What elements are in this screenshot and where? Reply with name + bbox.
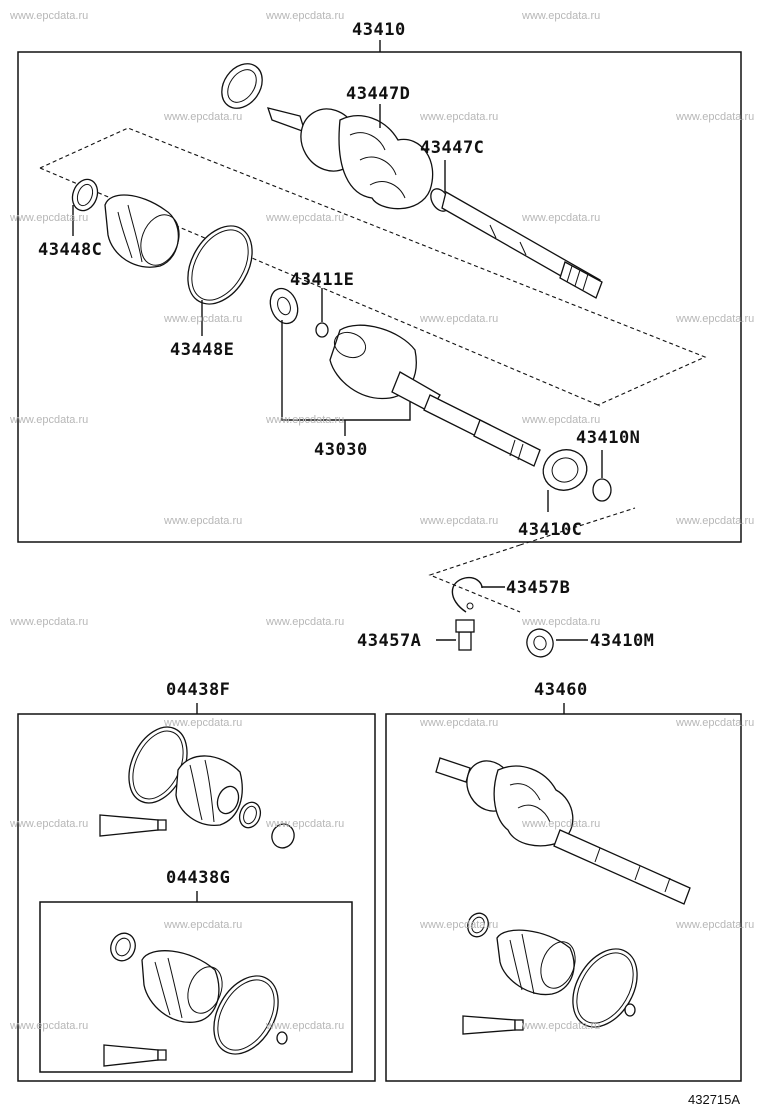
label-43460: 43460 [534, 680, 588, 700]
watermark: www.epcdata.ru [164, 919, 243, 931]
watermark: www.epcdata.ru [522, 616, 601, 628]
watermark: www.epcdata.ru [420, 313, 499, 325]
watermark: www.epcdata.ru [420, 515, 499, 527]
bearing-43410M [526, 628, 554, 658]
watermark: www.epcdata.ru [420, 717, 499, 729]
watermark: www.epcdata.ru [10, 1020, 89, 1032]
boot-kit-04438G-parts [103, 932, 288, 1067]
watermark: www.epcdata.ru [266, 414, 345, 426]
o-ring-43410N [592, 478, 612, 502]
label-43030: 43030 [314, 440, 368, 460]
drive-shaft-43460 [435, 757, 691, 1035]
inner-boot [104, 194, 180, 268]
watermark: www.epcdata.ru [676, 313, 755, 325]
label-43448C: 43448C [38, 240, 103, 260]
label-43410: 43410 [352, 20, 406, 40]
label-43410M: 43410M [590, 631, 655, 651]
watermark: www.epcdata.ru [164, 515, 243, 527]
watermark: www.epcdata.ru [676, 717, 755, 729]
clip-43457B [451, 576, 483, 613]
watermark: www.epcdata.ru [266, 10, 345, 22]
watermark: www.epcdata.ru [164, 313, 243, 325]
watermark: www.epcdata.ru [266, 818, 345, 830]
watermark: www.epcdata.ru [420, 111, 499, 123]
watermark: www.epcdata.ru [676, 515, 755, 527]
figure-number: 432715A [688, 1092, 741, 1107]
boot-clamp-43448C [71, 178, 99, 212]
watermark: www.epcdata.ru [10, 10, 89, 22]
watermark: www.epcdata.ru [266, 616, 345, 628]
watermark: www.epcdata.ru [266, 212, 345, 224]
tripod-joint [269, 287, 299, 325]
watermark: www.epcdata.ru [522, 414, 601, 426]
watermark: www.epcdata.ru [10, 818, 89, 830]
label-43411E: 43411E [290, 270, 355, 290]
inboard-joint-43030 [329, 324, 541, 467]
watermark: www.epcdata.ru [522, 212, 601, 224]
label-43447C: 43447C [420, 138, 485, 158]
watermark: www.epcdata.ru [164, 111, 243, 123]
watermark: www.epcdata.ru [420, 919, 499, 931]
label-43457B: 43457B [506, 578, 571, 598]
kit-box-04438G [39, 901, 353, 1073]
watermark: www.epcdata.ru [522, 1020, 601, 1032]
watermark: www.epcdata.ru [522, 10, 601, 22]
label-43448E: 43448E [170, 340, 235, 360]
seal-43410C [542, 449, 588, 491]
label-43410N: 43410N [576, 428, 641, 448]
drive-shaft-43410 [221, 63, 603, 299]
label-43457A: 43457A [357, 631, 422, 651]
label-04438F: 04438F [166, 680, 231, 700]
watermark: www.epcdata.ru [10, 212, 89, 224]
snap-ring-43411E [315, 322, 329, 338]
boot-kit-04438F-parts [99, 726, 295, 849]
watermark: www.epcdata.ru [676, 111, 755, 123]
label-43447D: 43447D [346, 84, 411, 104]
watermark: www.epcdata.ru [10, 616, 89, 628]
label-43410C: 43410C [518, 520, 583, 540]
watermark: www.epcdata.ru [10, 414, 89, 426]
boot-clamp-43448E [187, 225, 253, 305]
bolt-43457A [455, 619, 475, 651]
watermark: www.epcdata.ru [164, 717, 243, 729]
watermark: www.epcdata.ru [676, 919, 755, 931]
watermark: www.epcdata.ru [522, 818, 601, 830]
label-04438G: 04438G [166, 868, 231, 888]
watermark: www.epcdata.ru [266, 1020, 345, 1032]
